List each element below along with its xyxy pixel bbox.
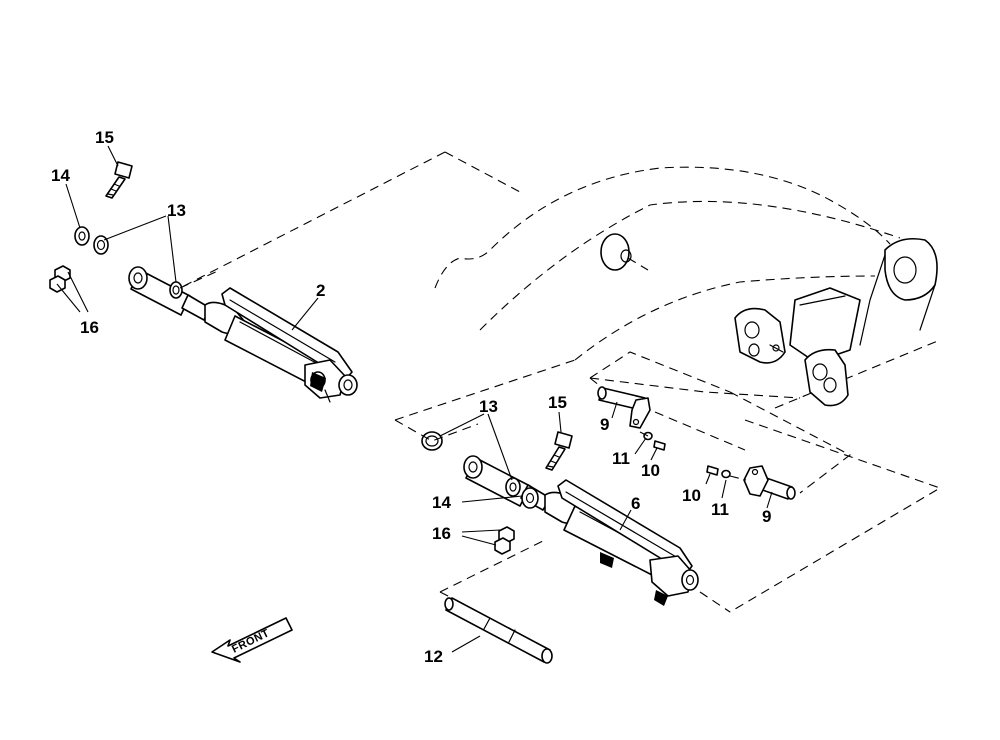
callout-14-lower: 14: [432, 493, 451, 512]
callout-9-upper: 9: [600, 415, 609, 434]
callout-11-upper: 11: [612, 449, 630, 468]
callout-16-lower: 16: [432, 524, 451, 543]
front-direction-arrow: FRONT: [211, 617, 293, 663]
callout-13-lower: 13: [479, 397, 498, 416]
boom-outline: [179, 151, 941, 409]
boom-pin-boss: [600, 233, 649, 271]
callout-6: 6: [631, 494, 640, 513]
cylinder-6: [463, 455, 699, 606]
leader-lines: [56, 145, 773, 653]
callout-2: 2: [316, 281, 325, 300]
pin-9-upper: [597, 386, 666, 451]
pin-9-lower: [706, 465, 796, 500]
callout-16-upper: 16: [80, 318, 99, 337]
callout-labels: 15 14 13 16 2 13 15 9 11 10 14 16 6 10 1…: [51, 128, 771, 666]
callout-9-lower: 9: [762, 507, 771, 526]
hardware-upper-left: [49, 161, 183, 299]
callout-12: 12: [424, 647, 443, 666]
callout-10-upper: 10: [641, 461, 660, 480]
arm-bracket: [734, 237, 938, 407]
pin-12: [444, 597, 553, 664]
callout-15-lower: 15: [548, 393, 567, 412]
cylinder-2: [128, 266, 358, 403]
assembly-lines: [179, 269, 942, 613]
callout-14-upper: 14: [51, 166, 70, 185]
callout-11-lower: 11: [711, 500, 729, 519]
callout-10-lower: 10: [682, 486, 701, 505]
callout-15-upper: 15: [95, 128, 114, 147]
hardware-lower: [421, 431, 573, 555]
callout-13-upper: 13: [167, 201, 186, 220]
